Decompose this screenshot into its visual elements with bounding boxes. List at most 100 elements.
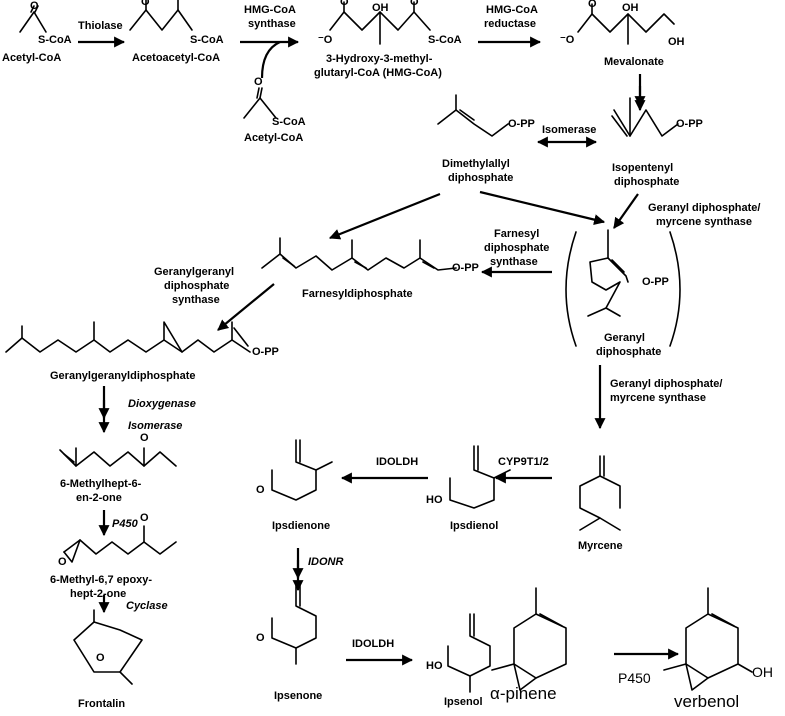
label-methylheptenone-line1: 6-Methylhept-6- xyxy=(60,478,142,490)
enzyme-isomerase: Isomerase xyxy=(542,124,597,136)
structure-gpp xyxy=(587,229,629,317)
structure-alpha-pinene xyxy=(491,587,567,691)
structure-frontalin xyxy=(73,609,143,685)
atom-ho-ipsenol: HO xyxy=(426,660,443,672)
label-geranylgeranyldiphosphate: Geranylgeranyldiphosphate xyxy=(50,370,196,382)
label-verbenol: verbenol xyxy=(674,692,740,711)
arrow-acetyl-coa-join xyxy=(260,40,281,79)
arrow-ggpps xyxy=(217,283,275,331)
atom-o-mev: O xyxy=(588,0,597,10)
structure-ggpp xyxy=(5,321,251,353)
atom-o-1: O xyxy=(30,0,39,12)
label-acetyl-coa-2: Acetyl-CoA xyxy=(244,132,304,144)
label-ipsenone: Ipsenone xyxy=(274,690,323,702)
enzyme-hmg-reductase-line1: HMG-CoA xyxy=(486,4,538,16)
label-ipsdienol: Ipsdienol xyxy=(450,520,499,532)
enzyme-ggpps-line2: diphosphate xyxy=(164,280,230,292)
structure-ipsenone xyxy=(271,583,317,665)
label-myrcene: Myrcene xyxy=(578,540,623,552)
label-isopentenyl-line2: diphosphate xyxy=(614,176,680,188)
atom-oh-mev-top: OH xyxy=(622,2,639,14)
atom-o-mhp: O xyxy=(140,432,149,444)
atom-opp-ipp: O-PP xyxy=(676,118,703,130)
structure-epoxy-heptanone xyxy=(63,525,177,563)
label-hmg-coa-line2: glutaryl-CoA (HMG-CoA) xyxy=(314,67,442,79)
atom-s-coa-1: S-CoA xyxy=(38,34,72,46)
structure-acetyl-coa-2 xyxy=(243,87,277,119)
enzyme-cyp9t1-2: CYP9T1/2 xyxy=(498,456,549,468)
atom-s-coa-4: S-CoA xyxy=(272,116,306,128)
atom-opp-ggpp: O-PP xyxy=(252,346,279,358)
enzyme-gpps-ms-2-line1: Geranyl diphosphate/ xyxy=(610,378,723,390)
atom-oh-hmg: OH xyxy=(372,2,389,14)
atom-opp-dmapp: O-PP xyxy=(508,118,535,130)
structure-ipsdienone xyxy=(271,439,333,501)
label-methylheptenone-line2: en-2-one xyxy=(76,492,122,504)
label-epoxy-line1: 6-Methyl-6,7 epoxy- xyxy=(50,574,153,586)
enzyme-p450-pinene: P450 xyxy=(618,670,651,686)
reaction-arrows xyxy=(78,36,680,666)
structure-mevalonate xyxy=(577,3,675,45)
enzyme-gpps-ms-1-line2: myrcene synthase xyxy=(656,216,752,228)
enzyme-thiolase: Thiolase xyxy=(78,20,123,32)
structure-methylheptenone xyxy=(59,447,177,467)
enzyme-idoldh-2: IDOLDH xyxy=(352,638,395,650)
enzyme-gpps-ms-2-line2: myrcene synthase xyxy=(610,392,706,404)
structure-ipp xyxy=(611,97,679,137)
atom-o-ipsdienone: O xyxy=(256,484,265,496)
label-hmg-coa-line1: 3-Hydroxy-3-methyl- xyxy=(326,53,433,65)
enzyme-ggpps-line1: Geranylgeranyl xyxy=(154,266,235,278)
enzyme-fpps-line1: Farnesyl xyxy=(494,228,540,240)
atom-o-epoxy-ketone: O xyxy=(140,512,149,524)
arrow-dmapp-to-gpp xyxy=(479,190,606,226)
enzyme-isomerase-2: Isomerase xyxy=(128,420,183,432)
structure-ipsdienol xyxy=(449,445,511,509)
atom-o-epoxy-ring: O xyxy=(58,556,67,568)
atom-o-2a: O xyxy=(141,0,150,8)
structure-gpp-brackets xyxy=(565,231,681,347)
atom-o-neg-mev: ⁻O xyxy=(560,34,575,46)
enzyme-p450: P450 xyxy=(112,518,138,530)
enzyme-gpps-ms-1-line1: Geranyl diphosphate/ xyxy=(648,202,761,214)
atom-o-neg-hmg: ⁻O xyxy=(318,34,333,46)
enzyme-cyclase: Cyclase xyxy=(126,600,168,612)
label-epoxy-line2: hept-2-one xyxy=(70,588,127,600)
enzyme-idonr: IDONR xyxy=(308,556,344,568)
structure-myrcene xyxy=(579,455,621,531)
label-ipsdienone: Ipsdienone xyxy=(272,520,331,532)
label-alpha-pinene: α-pinene xyxy=(490,684,557,703)
atom-s-coa-3: S-CoA xyxy=(428,34,462,46)
structure-ipsenol xyxy=(447,613,491,693)
label-acetyl-coa: Acetyl-CoA xyxy=(2,52,62,64)
structure-fpp xyxy=(261,237,457,271)
atom-oh-verbenol: OH xyxy=(752,664,773,680)
atom-opp-fpp: O-PP xyxy=(452,262,479,274)
atom-o-acetyl2: O xyxy=(254,76,263,88)
arrow-dmapp-to-fpp xyxy=(328,192,441,240)
atom-s-coa-2: S-CoA xyxy=(190,34,224,46)
atom-o-frontalin: O xyxy=(96,652,105,664)
atom-opp-gpp: O-PP xyxy=(642,276,669,288)
enzyme-hmg-synthase-line2: synthase xyxy=(248,18,296,30)
label-dimethylallyl-line2: diphosphate xyxy=(448,172,514,184)
enzyme-fpps-line2: diphosphate xyxy=(484,242,550,254)
structure-acetoacetyl-coa xyxy=(129,0,193,31)
enzyme-hmg-synthase-line1: HMG-CoA xyxy=(244,4,296,16)
structure-verbenol xyxy=(663,587,753,691)
enzyme-dioxygenase: Dioxygenase xyxy=(128,398,196,410)
enzyme-fpps-line3: synthase xyxy=(490,256,538,268)
atom-o-3a: O xyxy=(340,0,349,8)
structure-hmg-coa xyxy=(329,1,431,45)
atom-o-3c: O xyxy=(410,0,419,8)
atom-oh-mev: OH xyxy=(668,36,685,48)
structure-dmapp xyxy=(437,94,509,137)
label-frontalin: Frontalin xyxy=(78,698,126,710)
label-dimethylallyl-line1: Dimethylallyl xyxy=(442,158,510,170)
label-acetoacetyl-coa: Acetoacetyl-CoA xyxy=(132,52,221,64)
label-ipsenol: Ipsenol xyxy=(444,696,483,708)
atom-ho-ipsdienol: HO xyxy=(426,494,443,506)
enzyme-idoldh-1: IDOLDH xyxy=(376,456,419,468)
label-farnesyldiphosphate: Farnesyldiphosphate xyxy=(302,288,413,300)
structure-acetyl-coa xyxy=(19,5,47,33)
